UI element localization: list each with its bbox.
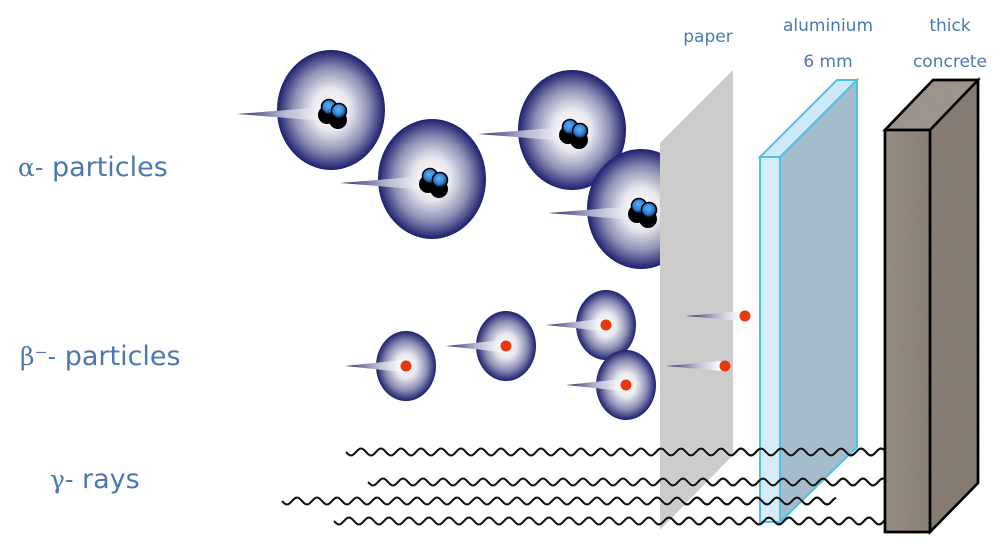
proton [431,171,449,189]
particle-trail [345,360,402,372]
alpha-particle [340,119,486,239]
proton [330,102,348,120]
helium-nucleus [628,197,658,228]
label-concrete-line-1: thick [929,16,971,36]
proton [571,122,589,140]
label-concrete: thick concrete [900,8,1000,80]
gamma-ray-wave-segment [654,516,886,526]
label-concrete-line-2: concrete [912,52,988,72]
alpha-particle [237,50,385,170]
beta-text: particles [64,341,181,372]
concrete-barrier [882,76,981,536]
barriers [660,70,981,536]
beta-particle [686,310,751,322]
particle-trail [478,127,566,141]
helium-nucleus [318,98,348,129]
electron [400,360,412,372]
particle-trail [566,379,622,391]
label-aluminium-line-2: 6 mm [803,52,853,72]
alpha-symbol: α- [18,153,44,182]
label-paper: paper [672,27,744,47]
electron [719,360,731,372]
alpha-particle [478,70,626,190]
particle-trail [686,311,741,321]
aluminium-barrier [757,77,860,525]
gamma-ray-wave-segment [654,447,886,457]
label-paper-line-1: paper [683,27,733,47]
beta-particle [666,360,731,372]
particle-trail [237,107,325,121]
paper-barrier [660,70,733,530]
particles [237,50,751,420]
electron [620,379,632,391]
gamma-waves-front [654,447,886,526]
alpha-text: particles [51,152,168,183]
particle-trail [340,176,426,190]
alpha-particle [548,149,660,269]
label-aluminium: aluminium 6 mm [770,8,886,80]
concrete-texture [885,80,978,532]
beta-particle [446,311,536,381]
aluminium-front-edge [759,156,781,523]
beta-particle [345,331,436,401]
helium-nucleus [559,118,589,149]
gamma-ray-wave-segment [654,477,886,487]
particle-trail [546,319,602,331]
label-alpha-particles: α- particles [18,152,168,183]
proton [640,201,658,219]
gamma-symbol: γ- [50,465,74,494]
gamma-text: rays [81,464,140,495]
particle-trail [666,361,721,371]
label-beta-particles: β⁻- particles [20,341,181,372]
electron [739,310,751,322]
particle-trail [446,340,502,352]
beta-particle [546,290,636,360]
label-aluminium-line-1: aluminium [782,16,874,36]
particle-trail [548,206,635,220]
concrete-outline [883,78,980,534]
gamma-ray-wave-segment [654,496,836,506]
electron [600,319,612,331]
helium-nucleus [419,167,449,198]
beta-particle [566,350,656,420]
beta-symbol: β⁻- [20,342,57,371]
electron [500,340,512,352]
label-gamma-rays: γ- rays [50,464,140,495]
paper-sheet [660,70,733,530]
